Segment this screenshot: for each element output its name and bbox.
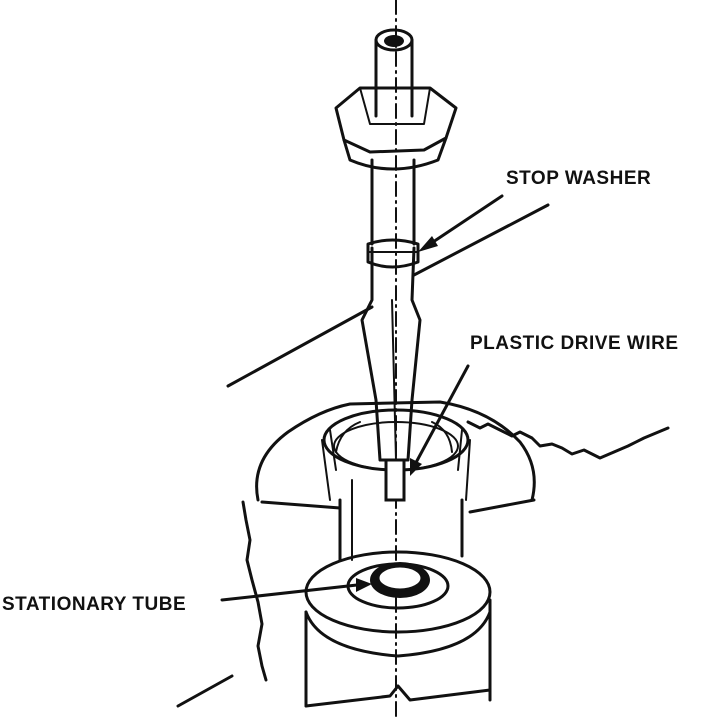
stop-washer-label: STOP WASHER bbox=[506, 168, 652, 189]
top-tube bbox=[374, 38, 414, 118]
fitting-boss bbox=[255, 400, 536, 502]
arrow-plastic-drive-wire bbox=[410, 458, 422, 476]
stationary-tube-label: STATIONARY TUBE bbox=[2, 594, 187, 615]
plastic-drive-wire-tip bbox=[384, 458, 406, 502]
top-tube-opening bbox=[374, 28, 414, 52]
stop-washer bbox=[366, 238, 420, 269]
drive-cable-casing bbox=[360, 246, 422, 462]
surface-edge-line-left bbox=[226, 305, 374, 388]
leader-stop-washer bbox=[422, 194, 504, 250]
break-line-right bbox=[466, 420, 670, 460]
arrow-stop-washer bbox=[418, 236, 438, 252]
break-line-left bbox=[241, 500, 268, 682]
plastic-drive-wire-label: PLASTIC DRIVE WIRE bbox=[470, 333, 679, 354]
leader-plastic-drive-wire bbox=[410, 364, 470, 472]
arrow-stationary-tube bbox=[356, 578, 372, 592]
surface-edge-line-mid bbox=[412, 203, 550, 277]
leader-stationary-tube bbox=[220, 582, 368, 602]
surface-edge-line-bottom bbox=[176, 674, 234, 708]
stationary-tube-body bbox=[304, 598, 492, 708]
upper-cable-shaft bbox=[370, 158, 416, 246]
